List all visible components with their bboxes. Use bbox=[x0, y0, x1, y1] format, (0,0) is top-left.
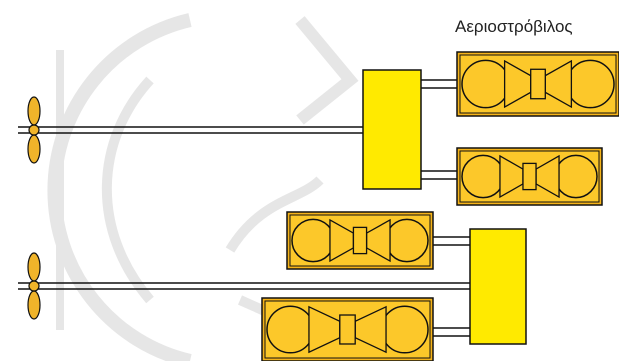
gas-turbine-icon bbox=[456, 147, 603, 206]
propeller-icon bbox=[27, 252, 41, 320]
gearbox-icon bbox=[469, 228, 527, 345]
gas-turbine-group bbox=[261, 51, 619, 361]
gas-turbine-icon bbox=[286, 211, 434, 270]
shaft-icon bbox=[18, 79, 470, 337]
gas-turbine-icon bbox=[261, 297, 434, 361]
gas-turbine-icon bbox=[456, 51, 619, 117]
propeller-icon bbox=[27, 96, 41, 164]
gas-turbine-label: Αεριοστρόβιλος bbox=[455, 17, 573, 36]
gearbox-icon bbox=[362, 69, 422, 190]
